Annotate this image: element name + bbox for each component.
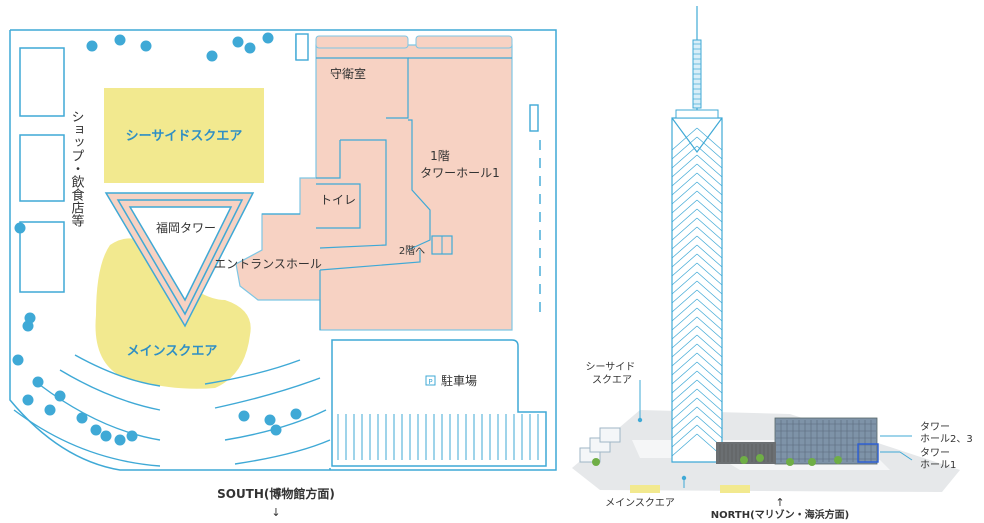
elev-seaside-label: シーサイド スクエア xyxy=(586,361,639,386)
south-arrow: ↓ xyxy=(271,506,280,519)
elev-hall23-line1: タワー xyxy=(920,421,950,433)
tree-icon xyxy=(834,456,842,464)
tree-icon xyxy=(232,36,244,48)
seaside-square-area xyxy=(104,88,264,183)
tree-icon xyxy=(90,424,102,436)
elev-hall1-line2: ホール1 xyxy=(920,459,956,471)
parking-mark: P xyxy=(428,378,432,386)
tree-icon xyxy=(12,354,24,366)
elev-seaside-line1: シーサイド xyxy=(586,361,636,373)
tree-icon xyxy=(756,454,764,462)
tree-icon xyxy=(808,458,816,466)
building-block xyxy=(235,35,513,331)
tree-icon xyxy=(140,40,152,52)
tree-icon xyxy=(264,414,276,426)
tree-icon xyxy=(114,34,126,46)
tower-elevation: シーサイド スクエア メインスクエア タワー ホール2、3 タワー ホール1 ↑… xyxy=(572,6,973,521)
tree-icon xyxy=(32,376,44,388)
north-arrow: ↑ xyxy=(775,496,784,509)
south-label: SOUTH(博物館方面) xyxy=(217,486,335,501)
shop-box-3 xyxy=(19,221,65,293)
toilet-label: トイレ xyxy=(320,193,356,207)
tree-icon xyxy=(786,458,794,466)
tower-hall-building xyxy=(774,417,878,465)
site-boundary xyxy=(9,29,557,471)
tree-icon xyxy=(270,424,282,436)
elev-hall23-label: タワー ホール2、3 xyxy=(920,421,973,445)
tree-icon xyxy=(86,40,98,52)
trees xyxy=(12,32,302,446)
tower-hall-1-label: タワーホール1 xyxy=(420,166,500,180)
tree-icon xyxy=(740,456,748,464)
tree-icon xyxy=(206,50,218,62)
shop-box-1 xyxy=(19,47,65,117)
main-square-area xyxy=(95,238,251,389)
tree-icon xyxy=(22,394,34,406)
tree-icon xyxy=(244,42,256,54)
entrance-hall-label: エントランスホール xyxy=(214,257,322,271)
north-label: NORTH(マリゾン・海浜方面) xyxy=(711,508,849,521)
main-square-mark xyxy=(630,485,660,493)
tree-icon xyxy=(114,434,126,446)
parking-label: 駐車場 xyxy=(441,373,477,388)
main-square-label: メインスクエア xyxy=(127,344,218,359)
building-body xyxy=(235,44,513,331)
shops-label: ショップ・飲食店等 xyxy=(69,110,85,227)
shop-box-2 xyxy=(19,134,65,202)
tree-icon xyxy=(262,32,274,44)
tree-icon xyxy=(24,312,36,324)
seaside-square-mark xyxy=(720,485,750,493)
elev-seaside-line2: スクエア xyxy=(592,374,632,386)
tree-icon xyxy=(100,430,112,442)
seaside-square-label: シーサイドスクエア xyxy=(126,129,243,144)
elev-main-label: メインスクエア xyxy=(605,497,675,509)
tower-footprint xyxy=(104,192,255,328)
tree-icon xyxy=(238,410,250,422)
parking-icon xyxy=(425,375,436,386)
tree-icon xyxy=(14,222,26,234)
guard-room-label: 守衛室 xyxy=(330,66,366,81)
elev-hall1-label: タワー ホール1 xyxy=(920,447,956,471)
floor-1-label: 1階 xyxy=(430,148,450,163)
to-floor-2-label: 2階へ xyxy=(399,245,425,257)
tree-icon xyxy=(592,458,600,466)
elev-hall1-line1: タワー xyxy=(920,447,950,459)
tree-icon xyxy=(54,390,66,402)
tree-icon xyxy=(126,430,138,442)
tree-icon xyxy=(76,412,88,424)
elev-hall23-line2: ホール2、3 xyxy=(920,433,973,445)
floor-plan: ショップ・飲食店等 シーサイドスクエア メインスクエア 福岡タワー xyxy=(9,29,557,519)
tree-icon xyxy=(44,404,56,416)
parking-lot: P 駐車場 xyxy=(331,339,547,467)
fukuoka-tower-label: 福岡タワー xyxy=(156,220,216,235)
tree-icon xyxy=(290,408,302,420)
